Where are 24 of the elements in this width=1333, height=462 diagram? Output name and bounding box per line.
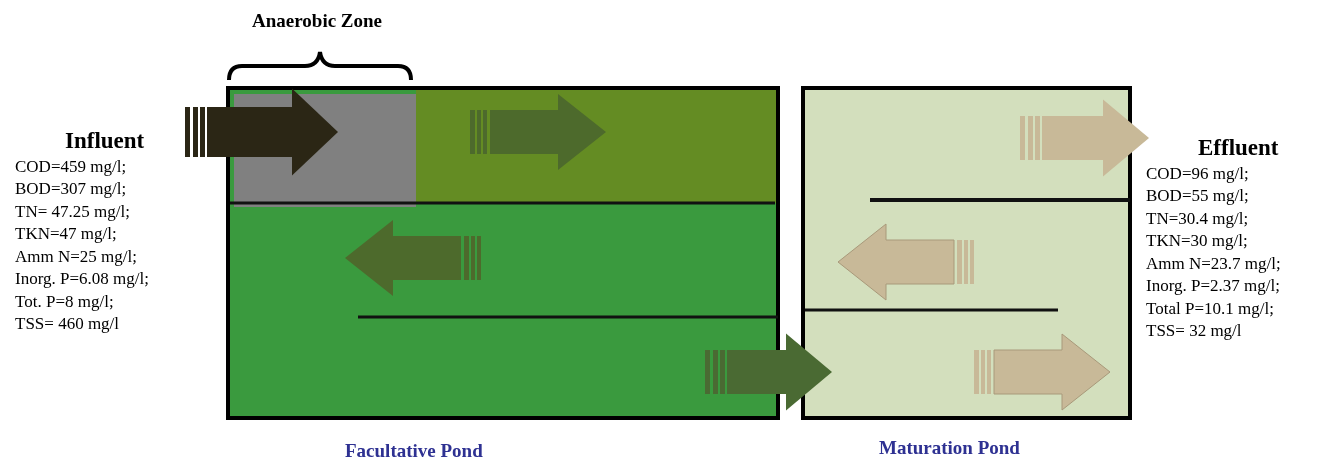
measurement-text: Amm N=23.7 mg/l;	[1146, 253, 1281, 274]
heading: Influent	[65, 128, 145, 154]
measurement-text: TKN=47 mg/l;	[15, 224, 117, 244]
measurement-text: Inorg. P=6.08 mg/l;	[15, 269, 149, 289]
flow-arrow	[705, 333, 832, 411]
measurement-text: TN=30.4 mg/l;	[1146, 208, 1249, 229]
measurement-text: TN= 47.25 mg/l;	[15, 201, 130, 222]
zone-label: Anaerobic Zone	[252, 10, 382, 32]
measurement-text: COD=459 mg/l;	[15, 156, 127, 177]
measurement-text: TSS= 460 mg/l	[15, 314, 120, 334]
measurement-text: BOD=307 mg/l;	[15, 179, 127, 199]
flow-arrow	[1020, 99, 1149, 177]
measurement-text: TSS= 32 mg/l	[1146, 321, 1242, 341]
measurement-text: Inorg. P=2.37 mg/l;	[1146, 276, 1280, 296]
measurement-text: Tot. P=8 mg/l;	[15, 291, 114, 312]
measurement-text: Amm N=25 mg/l;	[15, 246, 137, 267]
pond-label: Facultative Pond	[345, 440, 483, 462]
measurement-text: Total P=10.1 mg/l;	[1146, 298, 1274, 319]
measurement-text: COD=96 mg/l;	[1146, 163, 1249, 184]
pond-label: Maturation Pond	[879, 437, 1020, 459]
measurement-text: TKN=30 mg/l;	[1146, 231, 1248, 251]
flow-arrow	[185, 88, 338, 176]
heading: Effluent	[1198, 135, 1279, 161]
measurement-text: BOD=55 mg/l;	[1146, 186, 1249, 206]
